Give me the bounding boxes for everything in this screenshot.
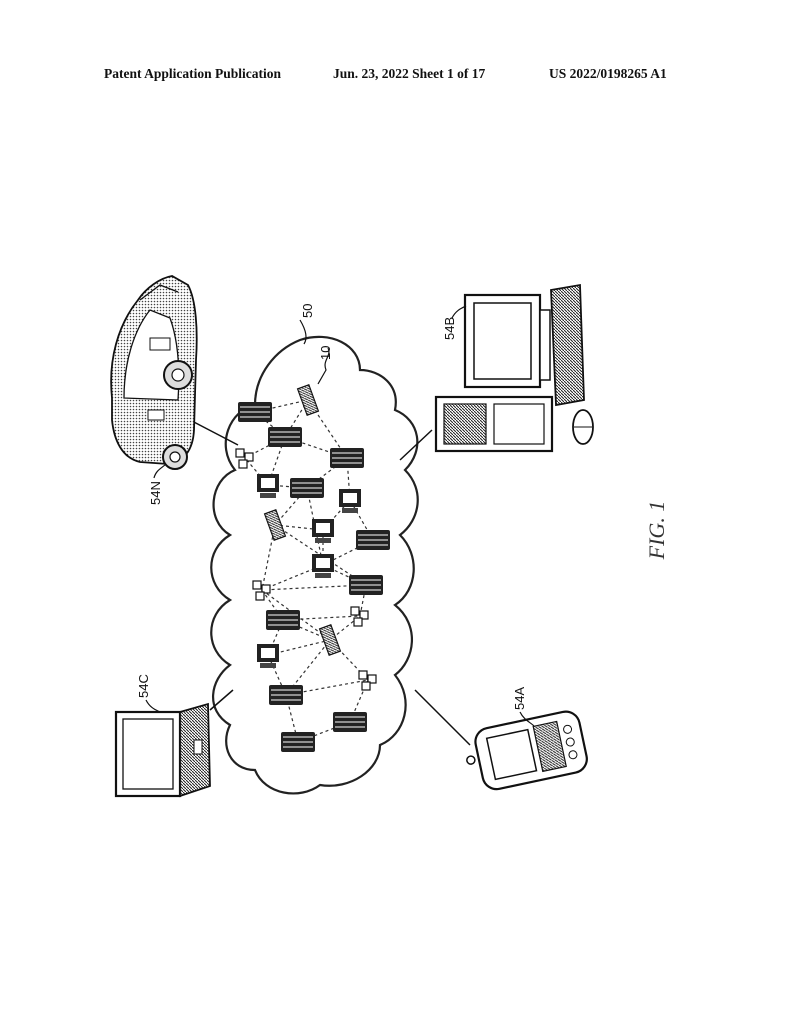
leader-line-desktop — [452, 306, 466, 318]
leader-line-car — [154, 464, 166, 478]
figure-caption: FIG. 1 — [644, 501, 669, 561]
label-pda-54A: 54A — [512, 687, 527, 710]
label-network-10: 10 — [318, 346, 333, 360]
label-desktop-54B: 54B — [442, 317, 457, 340]
label-laptop-54C: 54C — [136, 674, 151, 698]
laptop-icon — [116, 704, 210, 796]
pda-icon — [461, 709, 589, 794]
car-icon — [111, 276, 197, 469]
label-cloud-50: 50 — [300, 304, 315, 318]
leader-line-laptop — [146, 700, 160, 712]
label-car-54N: 54N — [148, 481, 163, 505]
